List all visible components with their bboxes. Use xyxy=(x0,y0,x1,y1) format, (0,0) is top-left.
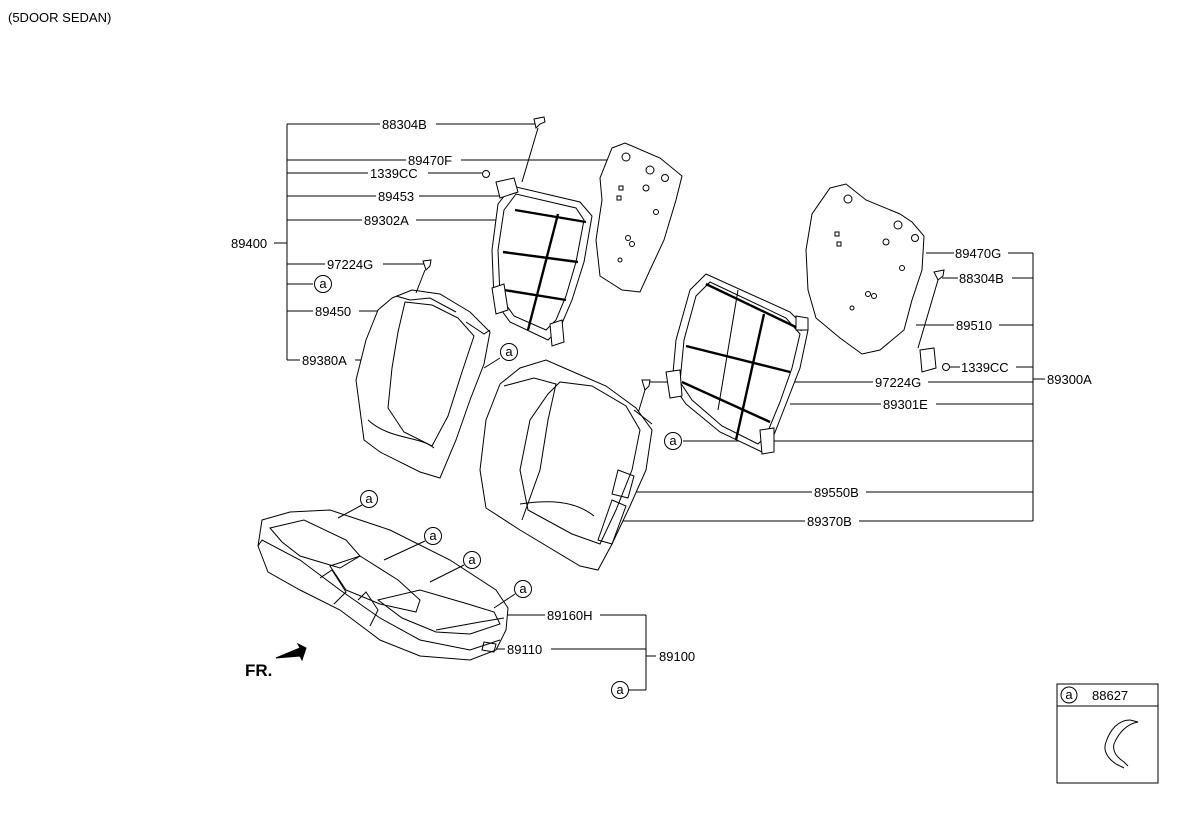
left-seat-frame xyxy=(482,116,683,347)
label-89160H: 89160H xyxy=(547,608,593,623)
right-seat-frame xyxy=(635,183,950,455)
ref-symbol-right: a xyxy=(669,433,677,448)
label-89380A: 89380A xyxy=(302,353,347,368)
label-89100: 89100 xyxy=(659,649,695,664)
legend-symbol: a xyxy=(1065,687,1073,702)
ref-circle-right xyxy=(664,432,682,450)
left-group-bracket xyxy=(274,123,611,361)
label-89300A: 89300A xyxy=(1047,372,1092,387)
ref-symbol-cushion: a xyxy=(616,682,624,697)
label-right-1339CC: 1339CC xyxy=(961,360,1009,375)
label-89453: 89453 xyxy=(378,189,414,204)
label-left-1339CC: 1339CC xyxy=(370,166,418,181)
label-left-97224G: 97224G xyxy=(327,257,373,272)
label-right-88304B: 88304B xyxy=(959,271,1004,286)
right-seat-back xyxy=(479,359,653,571)
svg-text:a: a xyxy=(468,552,476,567)
left-seat-back: a xyxy=(355,259,518,479)
label-89470F: 89470F xyxy=(408,153,452,168)
legend-box: a 88627 xyxy=(1056,683,1159,784)
label-89510: 89510 xyxy=(956,318,992,333)
label-89550B: 89550B xyxy=(814,485,859,500)
label-89370B: 89370B xyxy=(807,514,852,529)
cushion-ref-markers: a a a a xyxy=(337,490,532,609)
legend-part-number: 88627 xyxy=(1092,688,1128,703)
diagram-caption: (5DOOR SEDAN) xyxy=(8,10,112,25)
label-89110: 89110 xyxy=(507,642,542,657)
front-direction-indicator: FR. xyxy=(245,642,307,680)
hog-ring-clip-icon xyxy=(1104,719,1131,769)
label-89470G: 89470G xyxy=(955,246,1001,261)
svg-text:a: a xyxy=(519,581,527,596)
ref-circle-cushion xyxy=(611,681,629,699)
svg-text:a: a xyxy=(429,528,437,543)
ref-circle-left xyxy=(314,275,332,293)
ref-symbol-left: a xyxy=(319,276,327,291)
seat-cushion xyxy=(257,509,509,661)
label-89450: 89450 xyxy=(315,304,351,319)
svg-text:a: a xyxy=(365,491,373,506)
label-left-88304B: 88304B xyxy=(382,117,427,132)
label-89301E: 89301E xyxy=(883,397,928,412)
svg-text:a: a xyxy=(505,344,513,359)
front-arrow-icon xyxy=(275,642,307,662)
label-89400: 89400 xyxy=(231,236,267,251)
front-label: FR. xyxy=(245,661,272,680)
label-89302A: 89302A xyxy=(364,213,409,228)
label-right-97224G: 97224G xyxy=(875,375,921,390)
